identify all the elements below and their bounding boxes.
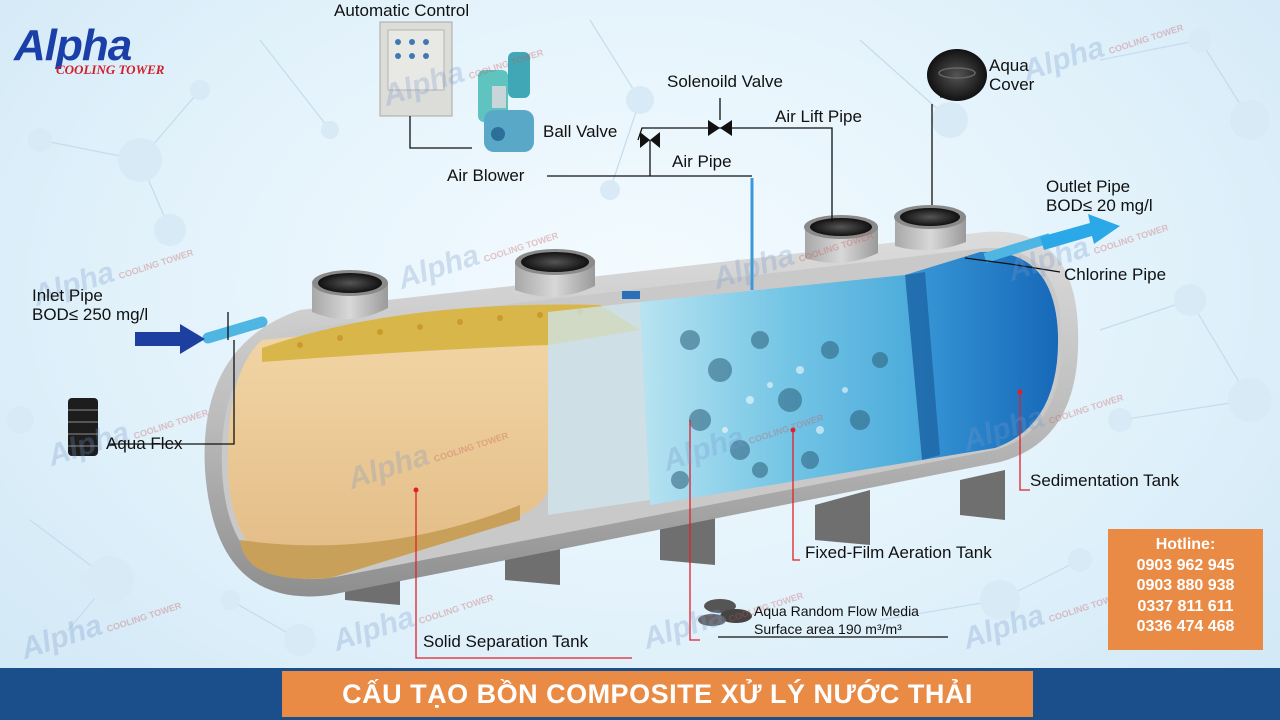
label-chlorine-pipe: Chlorine Pipe (1064, 265, 1167, 284)
label-automatic-control: Automatic Control (334, 1, 470, 20)
label-air-blower: Air Blower (447, 166, 525, 185)
label-sedimentation-tank: Sedimentation Tank (1030, 471, 1180, 490)
banner-title-box (282, 671, 1033, 717)
label-random-flow-media: Aqua Random Flow Media Surface area 190 … (754, 602, 919, 638)
label-outlet-pipe: Outlet Pipe BOD≤ 20 mg/l (1046, 177, 1153, 215)
label-media-line2: Surface area 190 m³/m³ (754, 621, 902, 637)
label-aqua-flex: Aqua Flex (106, 434, 183, 453)
label-outlet-pipe-line1: Outlet Pipe (1046, 177, 1131, 196)
hotline-number[interactable]: 0336 474 468 (1136, 618, 1235, 635)
brand-subtitle: COOLING TOWER (56, 62, 165, 77)
label-ball-valve: Ball Valve (543, 122, 618, 141)
label-solenoid-valve: Solenoild Valve (667, 72, 783, 91)
label-inlet-pipe-line2: BOD≤ 250 mg/l (32, 305, 149, 324)
brand-logo: Alpha COOLING TOWER (14, 24, 164, 78)
label-inlet-pipe-line1: Inlet Pipe (32, 286, 103, 305)
hotline-number[interactable]: 0337 811 611 (1137, 597, 1234, 615)
label-air-pipe: Air Pipe (672, 152, 732, 171)
label-outlet-pipe-line2: BOD≤ 20 mg/l (1046, 196, 1153, 215)
hotline-number[interactable]: 0903 962 945 (1136, 556, 1235, 574)
brand-name: Alpha (14, 21, 132, 70)
label-solid-separation-tank: Solid Separation Tank (423, 632, 589, 651)
label-media-line1: Aqua Random Flow Media (754, 603, 919, 619)
label-fixed-film-aeration-tank: Fixed-Film Aeration Tank (805, 543, 992, 562)
label-aqua-cover: Aqua Cover (989, 56, 1034, 94)
label-aqua-cover-line2: Cover (989, 75, 1035, 94)
hotline-title: Hotline: (1155, 536, 1216, 553)
hotline-box: Hotline: 0903 962 945 0903 880 938 0337 … (1108, 529, 1263, 650)
label-aqua-cover-line1: Aqua (989, 56, 1029, 75)
banner-title: CẤU TẠO BỒN COMPOSITE XỬ LÝ NƯỚC THẢI (342, 679, 973, 709)
label-air-lift-pipe: Air Lift Pipe (775, 107, 862, 126)
label-inlet-pipe: Inlet Pipe BOD≤ 250 mg/l (32, 286, 148, 324)
hotline-number[interactable]: 0903 880 938 (1136, 577, 1235, 594)
